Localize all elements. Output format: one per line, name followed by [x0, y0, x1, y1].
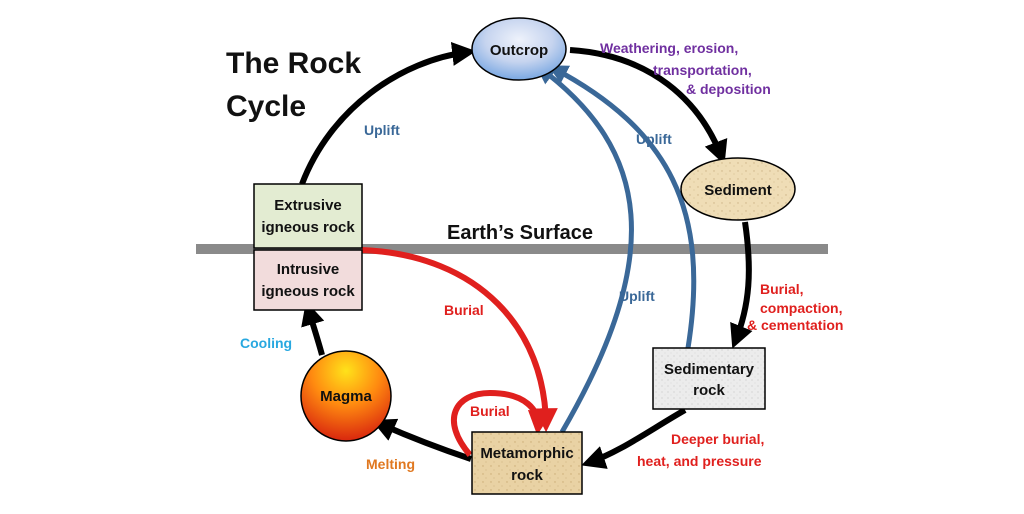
weathering-label-line-1: Weathering, erosion,	[600, 40, 738, 56]
uplift-label-mid: Uplift	[619, 288, 655, 304]
sedimentary-label-line-1: Sedimentary	[664, 361, 755, 378]
cooling-arrow	[301, 301, 325, 356]
uplift-arrow-extrusive	[299, 42, 477, 186]
metamorphic-label-line-2: rock	[511, 467, 543, 484]
burial-loop-arrow	[450, 389, 552, 457]
uplift-arrow-metamorphic	[535, 64, 634, 434]
title-line-1: The Rock	[226, 47, 361, 80]
burial-compaction-label-line-2: compaction,	[760, 300, 842, 316]
burial-compaction-label-line-1: Burial,	[760, 281, 804, 297]
deeper-burial-arrow	[581, 407, 687, 469]
deeper-burial-label-line-1: Deeper burial,	[671, 431, 764, 447]
intrusive-label-line-1: Intrusive	[277, 261, 340, 278]
earth-surface-label: Earth’s Surface	[447, 222, 593, 244]
burial-label-igneous: Burial	[444, 302, 484, 318]
uplift-label-left: Uplift	[364, 122, 400, 138]
intrusive-label-line-2: igneous rock	[261, 283, 355, 300]
outcrop-node: Outcrop	[471, 17, 567, 81]
extrusive-label-line-1: Extrusive	[274, 197, 342, 214]
metamorphic-rock-node: Metamorphic rock	[471, 431, 583, 495]
sedimentary-label-line-2: rock	[693, 382, 725, 399]
weathering-arrow	[569, 47, 728, 165]
metamorphic-label-line-1: Metamorphic	[480, 445, 573, 462]
melting-arrow	[371, 418, 472, 462]
weathering-label-line-2: transportation,	[653, 62, 752, 78]
intrusive-igneous-node: Intrusive igneous rock	[253, 249, 363, 311]
magma-node: Magma	[300, 350, 392, 442]
sediment-node: Sediment	[680, 157, 796, 221]
outcrop-label: Outcrop	[490, 42, 548, 59]
deeper-burial-label-line-2: heat, and pressure	[637, 453, 762, 469]
sedimentary-rock-node: Sedimentary rock	[652, 347, 766, 410]
cooling-label: Cooling	[240, 335, 292, 351]
burial-compaction-arrow	[730, 221, 753, 349]
uplift-label-right: Uplift	[636, 131, 672, 147]
uplift-arrow-sedimentary	[547, 65, 697, 349]
extrusive-label-line-2: igneous rock	[261, 219, 355, 236]
extrusive-igneous-node: Extrusive igneous rock	[253, 183, 363, 249]
sediment-label: Sediment	[704, 182, 772, 199]
burial-label-loop: Burial	[470, 403, 510, 419]
magma-label: Magma	[320, 388, 372, 405]
title-line-2: Cycle	[226, 90, 306, 123]
melting-label: Melting	[366, 456, 415, 472]
burial-arrow-igneous	[361, 247, 558, 433]
burial-compaction-label-line-3: & cementation	[747, 317, 843, 333]
weathering-label-line-3: & deposition	[686, 81, 771, 97]
